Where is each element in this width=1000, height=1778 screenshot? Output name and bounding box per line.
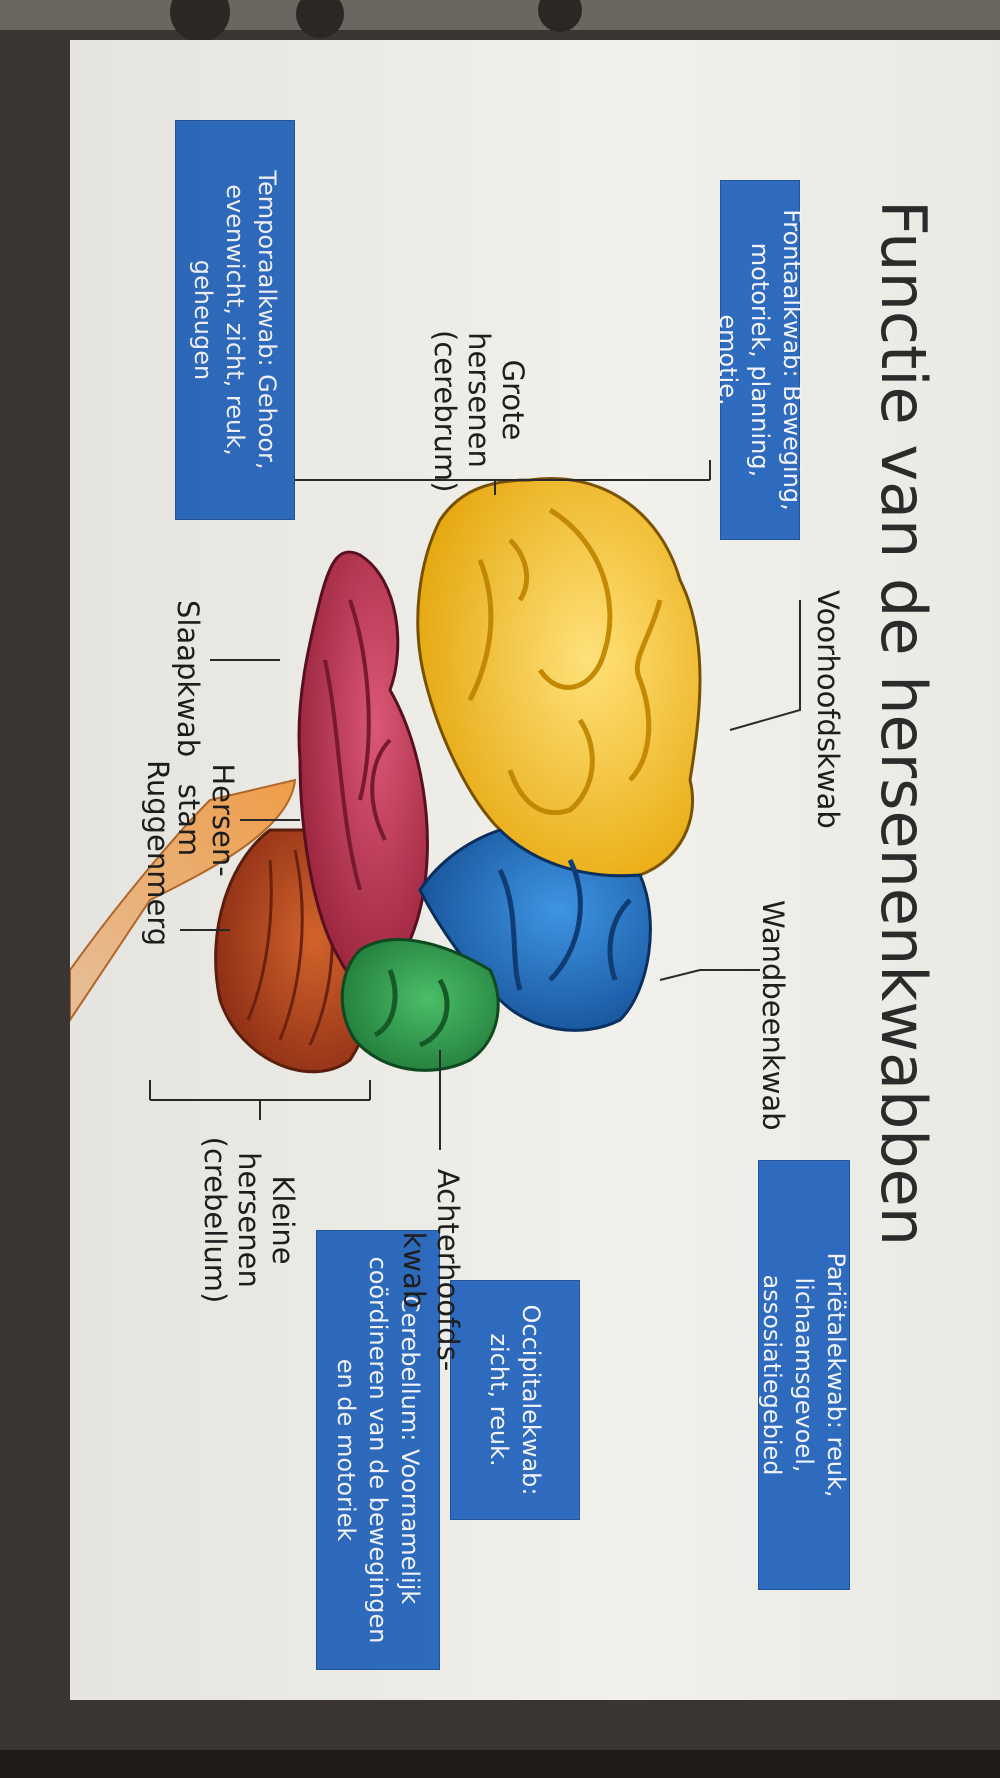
label-occipital-lobe: Achterhoofds- kwab [397, 1168, 465, 1372]
frontal-lobe-shape [416, 477, 702, 878]
label-frontal-lobe: Voorhoofdskwab [811, 590, 845, 829]
parietal-lobe-shape [418, 828, 652, 1032]
label-cerebellum: Kleine hersenen (crebellum) [198, 1136, 300, 1304]
label-spinal-cord: Ruggenmerg [141, 760, 175, 947]
label-brainstem: Hersen- stam [172, 763, 240, 877]
brain-diagram [70, 460, 801, 1150]
brainstem-shape [70, 778, 297, 1024]
poster-sheet: Functie van de hersenenkwabben [70, 40, 1000, 1700]
info-box-parietal: Pariëtalekwab: reuk, lichaamsgevoel, ass… [758, 1160, 850, 1590]
label-parietal-lobe: Wandbeenkwab [756, 900, 790, 1131]
leader-lines [149, 460, 801, 1150]
info-box-temporal: Temporaalkwab: Gehoor, evenwicht, zicht,… [175, 120, 295, 520]
label-cerebrum: Grote hersenen (cerebrum) [428, 330, 530, 493]
temporal-lobe-shape [297, 550, 429, 987]
label-temporal-lobe: Slaapkwab [171, 600, 205, 758]
info-box-frontal: Frontaalkwab: Beweging, motoriek, planni… [714, 180, 806, 540]
occipital-lobe-shape [340, 938, 500, 1072]
info-box-occipital: Occipitalekwab: zicht, reuk. [450, 1280, 580, 1520]
